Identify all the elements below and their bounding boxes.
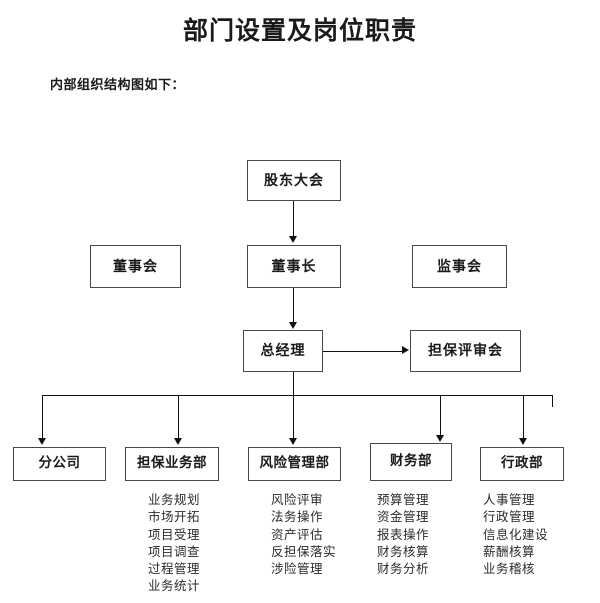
org-node-shareholders[interactable]: 股东大会 [247, 160, 341, 201]
duty-list-risk-management-dept: 风险评审 法务操作 资产评估 反担保落实 涉险管理 [271, 491, 336, 577]
connector-bus-to-finance-dept [440, 395, 441, 436]
duty-item: 项目受理 [148, 526, 201, 542]
org-node-chairman[interactable]: 董事长 [247, 245, 341, 288]
org-node-guarantee-review-committee[interactable]: 担保评审会 [410, 330, 521, 372]
arrow-down-icon-administration-dept [519, 438, 527, 445]
duty-item: 行政管理 [483, 509, 536, 525]
duty-item: 市场开拓 [148, 509, 201, 525]
duty-item: 信息化建设 [483, 526, 549, 542]
arrow-down-icon-guarantee-business-dept [174, 438, 182, 445]
org-node-branch-company[interactable]: 分公司 [13, 447, 106, 481]
duty-item: 资产评估 [271, 526, 324, 542]
connector-bus-to-administration-dept [523, 395, 524, 439]
page-title: 部门设置及岗位职责 [182, 16, 417, 45]
duty-item: 财务核算 [377, 543, 430, 559]
duty-item: 人事管理 [483, 492, 536, 507]
duty-item: 法务操作 [271, 509, 324, 525]
duty-item: 业务稽核 [483, 561, 536, 577]
arrow-down-icon-risk-management-dept [289, 438, 297, 445]
duty-item: 业务统计 [148, 578, 201, 594]
org-node-general-manager[interactable]: 总经理 [243, 330, 323, 372]
connector-general-manager-to-guarantee-review [323, 351, 403, 352]
duty-item: 报表操作 [377, 526, 430, 542]
connector-shareholders-to-chairman [293, 201, 294, 237]
connector-bus-right-stub [552, 395, 553, 407]
connector-bus-to-branch-company [42, 395, 43, 439]
duty-list-finance-dept: 预算管理 资金管理 报表操作 财务核算 财务分析 [377, 491, 429, 577]
org-node-board-of-supervisors[interactable]: 监事会 [412, 245, 507, 288]
duty-item: 资金管理 [377, 509, 430, 525]
duty-item: 预算管理 [377, 492, 430, 507]
duty-item: 过程管理 [148, 561, 201, 577]
org-node-finance-dept[interactable]: 财务部 [370, 443, 452, 481]
org-node-guarantee-business-dept[interactable]: 担保业务部 [125, 447, 219, 481]
connector-bus-to-risk-management-dept [293, 395, 294, 439]
duty-item: 涉险管理 [271, 561, 324, 577]
arrow-right-icon-guarantee-review [402, 346, 409, 354]
duty-item: 薪酬核算 [483, 543, 536, 559]
org-node-administration-dept[interactable]: 行政部 [480, 447, 564, 481]
connector-general-manager-to-bus [293, 372, 294, 395]
duty-item: 风险评审 [271, 492, 324, 507]
org-node-risk-management-dept[interactable]: 风险管理部 [248, 447, 341, 481]
org-node-board-of-directors[interactable]: 董事会 [90, 245, 181, 288]
chart-caption: 内部组织结构图如下： [50, 78, 186, 93]
arrow-down-icon-finance-dept [436, 435, 444, 442]
duty-list-administration-dept: 人事管理 行政管理 信息化建设 薪酬核算 业务稽核 [483, 491, 548, 577]
duty-item: 项目调查 [148, 543, 201, 559]
duty-item: 财务分析 [377, 561, 430, 577]
connector-department-bus [42, 395, 553, 396]
duty-list-guarantee-business-dept: 业务规划 市场开拓 项目受理 项目调查 过程管理 业务统计 [148, 491, 200, 595]
connector-chairman-to-general-manager [293, 288, 294, 323]
duty-item: 业务规划 [148, 492, 201, 507]
arrow-down-icon-chairman [289, 236, 297, 243]
arrow-down-icon-general-manager [289, 322, 297, 329]
duty-item: 反担保落实 [271, 543, 337, 559]
connector-bus-to-guarantee-business-dept [178, 395, 179, 439]
arrow-down-icon-branch-company [38, 438, 46, 445]
